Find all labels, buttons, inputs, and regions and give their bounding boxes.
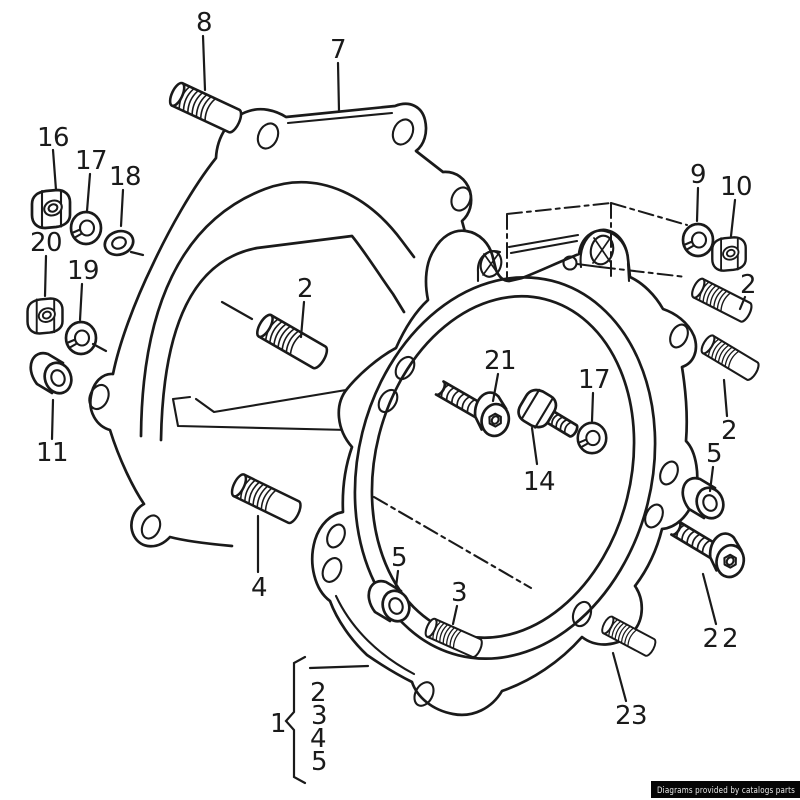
gasket-hole-icon — [391, 118, 415, 146]
spacer-11-icon — [29, 351, 77, 399]
callout-17-left: 17 — [75, 146, 107, 176]
cover-inner-flange — [334, 594, 416, 676]
callout-2-right-bottom: 2 — [721, 416, 737, 446]
stud-4-icon — [227, 471, 305, 527]
callout-7: 7 — [330, 35, 346, 65]
callout-5-right: 5 — [706, 439, 722, 469]
callout-2-mid: 2 — [297, 274, 313, 304]
spring-washer-19-icon — [64, 320, 98, 356]
group-1-item-4: 4 — [310, 724, 326, 754]
gasket-arch-inner — [159, 234, 406, 442]
hex-nut-10-icon — [711, 236, 747, 272]
callout-9: 9 — [690, 160, 706, 190]
stud-2-right-bottom-icon — [698, 332, 763, 383]
stud-2-mid-icon — [252, 311, 332, 372]
cover-hole-icon — [669, 323, 689, 349]
spring-washer-17-left-icon — [69, 210, 103, 246]
watermark-bar — [651, 781, 800, 798]
cover-hole-icon — [413, 681, 435, 707]
socket-bolt-22-icon — [663, 507, 759, 589]
cover-plate — [310, 229, 699, 717]
gasket-hole-icon — [140, 514, 162, 540]
phantom-leader-to-washer-9 — [610, 202, 688, 226]
gasket-hole-icon — [256, 122, 280, 150]
cover-hole-icon — [571, 600, 593, 628]
cover-hole-icon — [326, 523, 346, 549]
cover-hole-icon — [644, 503, 664, 529]
callout-3: 3 — [451, 578, 467, 608]
cover-hole-icon — [394, 355, 416, 381]
callout-22: 22 — [702, 624, 741, 654]
cover-hole-icon — [659, 460, 679, 486]
section-cross-icon — [592, 236, 612, 264]
callout-19: 19 — [67, 256, 99, 286]
spring-washer-9-icon — [681, 222, 715, 258]
group-1-item-5: 5 — [311, 747, 327, 777]
gasket-arch-outer — [139, 180, 416, 438]
cover-hole-icon — [377, 388, 399, 414]
bracket-hole-sectioned-icon — [479, 250, 503, 278]
callout-leader-lines — [43, 34, 747, 703]
bracket-hole-sectioned-icon — [589, 234, 615, 266]
flat-washer-18-icon — [100, 225, 138, 261]
callout-11: 11 — [36, 438, 68, 468]
cover-hole-icon — [321, 557, 343, 583]
hex-nut-16-icon — [30, 188, 72, 230]
spacer-5-right-icon — [681, 476, 729, 524]
phantom-leader-to-stud-2 — [599, 266, 687, 278]
gasket-outline — [89, 102, 473, 548]
gasket-hole-icon — [450, 186, 472, 212]
callout-20: 20 — [30, 228, 62, 258]
bracket-slot-bar — [507, 233, 580, 255]
spring-washer-17-right-icon — [576, 421, 608, 455]
callout-5-bottom: 5 — [391, 543, 407, 573]
callout-17-right: 17 — [578, 365, 610, 395]
callout-16: 16 — [37, 123, 69, 153]
cover-opening-outer — [353, 276, 657, 660]
section-cross-icon — [482, 252, 500, 276]
group-1-item-3: 3 — [311, 701, 327, 731]
gasket-top-edge — [286, 111, 394, 125]
watermark: Diagrams provided by catalogs parts — [651, 781, 800, 798]
callout-14: 14 — [523, 467, 555, 497]
callout-23: 23 — [615, 701, 647, 731]
callout-labels: 8 7 16 17 18 20 19 11 2 9 10 2 2 5 22 23… — [30, 8, 757, 777]
callout-4: 4 — [251, 573, 267, 603]
gasket-hole-icon — [88, 383, 110, 411]
cover-outline — [310, 229, 699, 717]
callout-1: 1 — [270, 709, 286, 739]
gasket-plate — [88, 102, 473, 548]
callout-21: 21 — [484, 346, 516, 376]
group-1-item-2: 2 — [310, 678, 326, 708]
callout-2-right-top: 2 — [740, 270, 756, 300]
callout-8: 8 — [196, 8, 212, 38]
cover-dashdot-section-line — [372, 495, 533, 590]
callout-18: 18 — [109, 162, 141, 192]
hex-nut-20-icon — [26, 297, 64, 335]
cover-small-hole-icon — [562, 255, 578, 271]
bracket-right-boss — [579, 228, 631, 283]
small-hole-leader — [575, 262, 602, 269]
gasket-window — [171, 387, 354, 432]
watermark-text: Diagrams provided by catalogs parts — [657, 786, 795, 796]
callout-10: 10 — [720, 172, 752, 202]
top-bracket-section — [476, 202, 688, 283]
group-1-brace — [284, 655, 307, 785]
